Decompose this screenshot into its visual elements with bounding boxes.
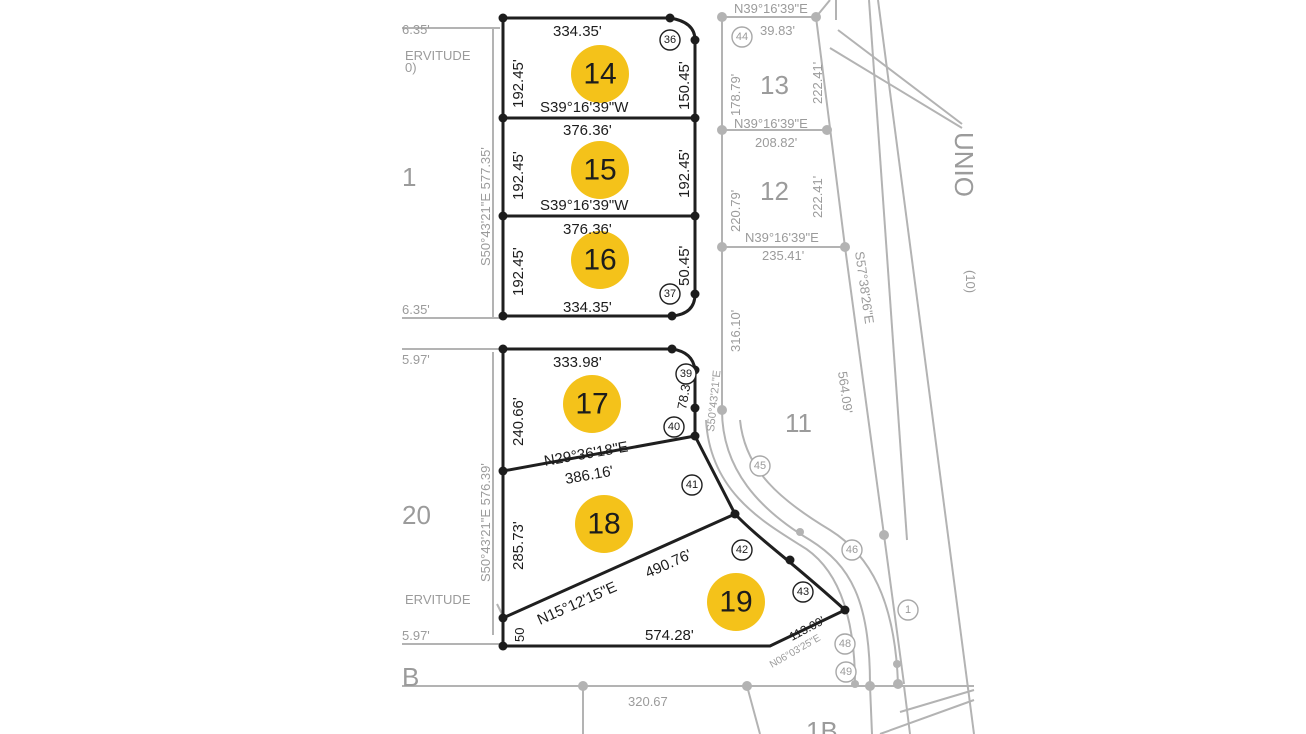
dim-lot14-right: 150.45' bbox=[676, 61, 693, 110]
dim-lot12-right: 222.41' bbox=[810, 176, 825, 218]
bearing-lot12-top: N39°16'39"E bbox=[734, 116, 808, 131]
dim-lot14-left: 192.45' bbox=[510, 59, 527, 108]
dim-lot16-right: 50.45' bbox=[676, 245, 693, 286]
lot-number-19: 19 bbox=[719, 586, 752, 619]
dim-lot13-top: 39.83' bbox=[760, 23, 795, 38]
lot-number-18: 18 bbox=[587, 508, 620, 541]
lot-number-14: 14 bbox=[583, 58, 616, 91]
context-nodes bbox=[578, 12, 903, 691]
bearing-road-curve: S50°43'21"E bbox=[705, 370, 723, 433]
lot-number-16: 16 bbox=[583, 244, 616, 277]
curve-marker-1[interactable]: 1 bbox=[897, 599, 919, 621]
dim-lot11-top: 235.41' bbox=[762, 248, 804, 263]
dim-lot17-bottom: 386.16' bbox=[564, 463, 615, 488]
lot-badge-17[interactable]: 17 bbox=[563, 375, 621, 433]
road-name-label: UNIO bbox=[949, 132, 979, 197]
servitude-label-top: ERVITUDE bbox=[405, 48, 471, 63]
bearing-lot13-top: N39°16'39"E bbox=[734, 1, 808, 16]
context-lines bbox=[402, 0, 975, 734]
dim-lot12-top: 208.82' bbox=[755, 135, 797, 150]
dim-lot19-left: 50 bbox=[512, 628, 527, 642]
curve-marker-45[interactable]: 45 bbox=[749, 455, 771, 477]
curve-marker-45-label: 45 bbox=[754, 460, 766, 472]
curve-marker-48[interactable]: 48 bbox=[834, 633, 856, 655]
dim-lot20-bottom: 5.97' bbox=[402, 628, 430, 643]
dim-lot11-left: 316.10' bbox=[728, 310, 743, 352]
dim-lot20-top: 5.97' bbox=[402, 352, 430, 367]
curve-marker-46[interactable]: 46 bbox=[841, 539, 863, 561]
dim-lot17-left: 240.66' bbox=[510, 397, 527, 446]
bearing-lot15-bottom: S39°16'39"W bbox=[540, 197, 629, 214]
curve-marker-36-label: 36 bbox=[664, 34, 676, 46]
curve-marker-44-label: 44 bbox=[736, 31, 748, 43]
curve-marker-42[interactable]: 42 bbox=[731, 539, 753, 561]
road-width-label: (10) bbox=[963, 270, 978, 293]
lot-number-20: 20 bbox=[402, 500, 431, 530]
curve-marker-39[interactable]: 39 bbox=[675, 363, 697, 385]
lot-number-11: 11 bbox=[785, 408, 812, 438]
lot-badge-14[interactable]: 14 bbox=[571, 45, 629, 103]
bearing-lot17-bottom: N29°36'18"E bbox=[543, 438, 630, 470]
dim-lot18-left: 285.73' bbox=[510, 521, 527, 570]
curve-marker-44[interactable]: 44 bbox=[731, 26, 753, 48]
curve-marker-37[interactable]: 37 bbox=[659, 283, 681, 305]
lot-number-12: 12 bbox=[760, 176, 789, 206]
bearing-west-lower: S50°43'21"E 576.39' bbox=[478, 463, 493, 582]
lot-corner-nodes bbox=[498, 13, 850, 651]
dim-lot14-top: 334.35' bbox=[553, 23, 602, 40]
curve-marker-43[interactable]: 43 bbox=[792, 581, 814, 603]
bearing-lot14-bottom: S39°16'39"W bbox=[540, 99, 629, 116]
curve-marker-36[interactable]: 36 bbox=[659, 29, 681, 51]
curve-marker-37-label: 37 bbox=[664, 288, 676, 300]
dim-lot12-left: 220.79' bbox=[728, 190, 743, 232]
lot-badge-16[interactable]: 16 bbox=[571, 231, 629, 289]
curve-marker-46-label: 46 bbox=[846, 544, 858, 556]
dim-lot11-right: 564.09' bbox=[835, 370, 856, 414]
curve-marker-48-label: 48 bbox=[839, 638, 851, 650]
dim-lot15-left: 192.45' bbox=[510, 151, 527, 200]
curve-marker-49[interactable]: 49 bbox=[835, 661, 857, 683]
lot-number-partial: 1B bbox=[806, 716, 838, 734]
curve-marker-41[interactable]: 41 bbox=[681, 474, 703, 496]
dim-lot19-bottom: 574.28' bbox=[645, 627, 694, 644]
lot-badge-19[interactable]: 19 bbox=[707, 573, 765, 631]
dim-lot1-top: 6.35' bbox=[402, 22, 430, 37]
dim-road-bottom: 320.67 bbox=[628, 694, 668, 709]
dim-lot15-right: 192.45' bbox=[676, 149, 693, 198]
curve-marker-49-label: 49 bbox=[840, 666, 852, 678]
curve-marker-43-label: 43 bbox=[797, 586, 809, 598]
curve-marker-41-label: 41 bbox=[686, 479, 698, 491]
lot-badge-18[interactable]: 18 bbox=[575, 495, 633, 553]
dim-lot16-bottom: 334.35' bbox=[563, 299, 612, 316]
curve-marker-40[interactable]: 40 bbox=[663, 416, 685, 438]
lot-number-13: 13 bbox=[760, 70, 789, 100]
dim-lot15-top: 376.36' bbox=[563, 122, 612, 139]
dim-lot17-top: 333.98' bbox=[553, 354, 602, 371]
bearing-lot11-top: N39°16'39"E bbox=[745, 230, 819, 245]
curve-marker-39-label: 39 bbox=[680, 368, 692, 380]
curve-marker-1-label: 1 bbox=[905, 604, 911, 616]
servitude-label-bottom: ERVITUDE bbox=[405, 592, 471, 607]
dim-lot13-right: 222.41' bbox=[810, 62, 825, 104]
road-letter-label: B bbox=[402, 662, 419, 692]
dim-lot1-bottom: 6.35' bbox=[402, 302, 430, 317]
servitude-paren: 0) bbox=[405, 60, 417, 75]
lot-number-1: 1 bbox=[402, 162, 416, 192]
lot-badge-15[interactable]: 15 bbox=[571, 141, 629, 199]
bearing-road-east: S57°38'26"E bbox=[852, 250, 877, 325]
curve-marker-40-label: 40 bbox=[668, 421, 680, 433]
curve-marker-42-label: 42 bbox=[736, 544, 748, 556]
lot-number-15: 15 bbox=[583, 154, 616, 187]
bearing-west-upper: S50°43'21"E 577.35' bbox=[478, 147, 493, 266]
lot-number-17: 17 bbox=[575, 388, 608, 421]
dim-lot16-left: 192.45' bbox=[510, 247, 527, 296]
dim-lot13-left: 178.79' bbox=[728, 74, 743, 116]
dim-lot16-top: 376.36' bbox=[563, 221, 612, 238]
